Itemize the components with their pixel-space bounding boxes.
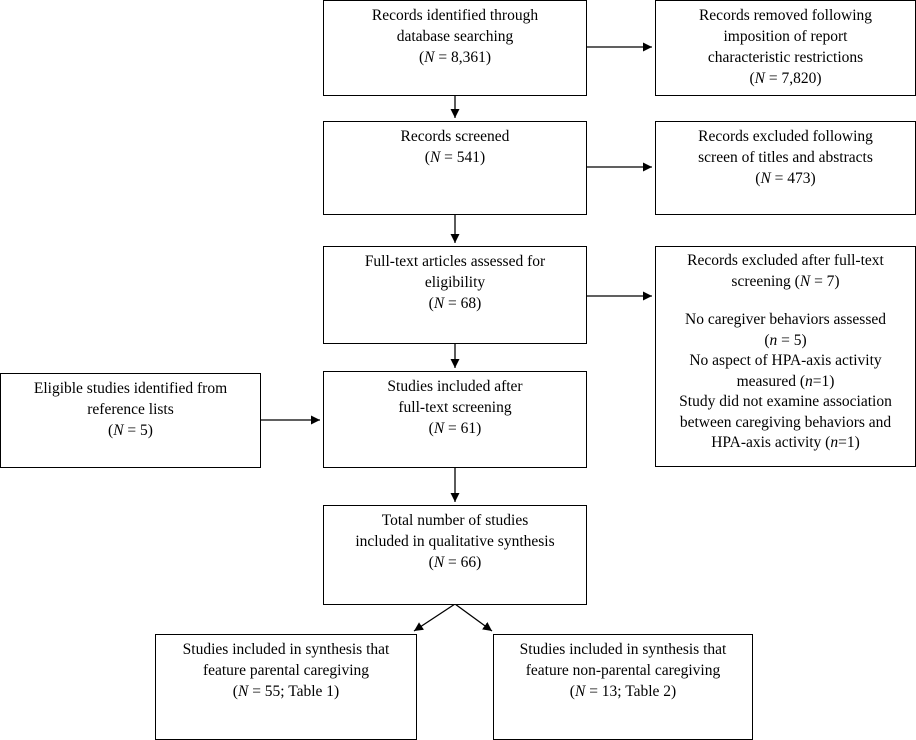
parental-caregiving-box: Studies included in synthesis that featu… bbox=[155, 634, 417, 740]
exclusion-reason-line: HPA-axis activity (n=1) bbox=[711, 434, 860, 451]
box-count: (N = 5) bbox=[108, 422, 153, 439]
nonparental-caregiving-box: Studies included in synthesis that featu… bbox=[493, 634, 753, 740]
box-count: (N = 66) bbox=[428, 554, 482, 571]
box-count: (N = 541) bbox=[424, 149, 486, 166]
records-removed-box: Records removed following imposition of … bbox=[655, 0, 916, 96]
box-text-line: Full-text articles assessed for bbox=[364, 253, 546, 270]
records-excluded-fulltext-box: Records excluded after full-text screeni… bbox=[655, 246, 916, 467]
reference-lists-box: Eligible studies identified from referen… bbox=[0, 373, 261, 468]
box-text-line: Studies included in synthesis that bbox=[182, 641, 390, 658]
box-text-line: screen of titles and abstracts bbox=[698, 149, 873, 166]
box-count: (N = 13; Table 2) bbox=[569, 683, 677, 700]
exclusion-reason-line: No aspect of HPA-axis activity bbox=[689, 352, 882, 369]
box-text-line: Records removed following bbox=[698, 7, 873, 24]
box-count: (N = 55; Table 1) bbox=[232, 683, 340, 700]
records-excluded-titles-box: Records excluded following screen of tit… bbox=[655, 121, 916, 215]
box-text-line: Records identified through bbox=[371, 7, 539, 24]
box-text-line: reference lists bbox=[87, 401, 174, 418]
records-screened-box: Records screened (N = 541) bbox=[323, 121, 587, 215]
box-count: (N = 8,361) bbox=[418, 49, 492, 66]
box-text-line: characteristic restrictions bbox=[707, 49, 864, 66]
exclusion-reason-line: (n = 5) bbox=[764, 331, 807, 349]
box-count: (N = 473) bbox=[755, 170, 816, 187]
box-text-line: Studies included after bbox=[387, 378, 523, 395]
fulltext-assessed-box: Full-text articles assessed for eligibil… bbox=[323, 246, 587, 344]
box-text-line: database searching bbox=[396, 28, 514, 45]
exclusion-reason-line: Study did not examine association bbox=[679, 393, 892, 410]
box-count: (N = 61) bbox=[428, 420, 482, 437]
box-text-line: feature non-parental caregiving bbox=[525, 662, 721, 679]
studies-included-box: Studies included after full-text screeni… bbox=[323, 371, 587, 468]
exclusion-reason-line: measured (n=1) bbox=[736, 372, 835, 390]
box-text-line: feature parental caregiving bbox=[202, 662, 370, 679]
box-text-line: Records excluded after full-text bbox=[687, 252, 884, 269]
arrow-total-to-parental bbox=[413, 603, 456, 632]
arrow-total-to-nonparental bbox=[454, 603, 493, 632]
box-text-line: Eligible studies identified from bbox=[33, 380, 228, 397]
exclusion-reason-line: No caregiver behaviors assessed bbox=[685, 311, 886, 328]
box-text-line: Studies included in synthesis that bbox=[519, 641, 727, 658]
box-text-line: included in qualitative synthesis bbox=[355, 533, 555, 550]
exclusion-reason-line: between caregiving behaviors and bbox=[679, 413, 892, 431]
box-text-line: Total number of studies bbox=[381, 512, 529, 529]
box-text-line: imposition of report bbox=[723, 28, 848, 45]
box-text-line: eligibility bbox=[424, 274, 486, 291]
box-count: (N = 7,820) bbox=[749, 70, 822, 87]
records-identified-box: Records identified through database sear… bbox=[323, 0, 587, 96]
box-count: (N = 68) bbox=[428, 295, 482, 312]
box-text-line: full-text screening bbox=[398, 399, 512, 416]
box-text-line: Records excluded following bbox=[698, 128, 873, 145]
box-text-line: Records screened bbox=[400, 128, 510, 145]
box-text-line: screening (N = 7) bbox=[731, 272, 840, 290]
total-studies-box: Total number of studies included in qual… bbox=[323, 505, 587, 605]
